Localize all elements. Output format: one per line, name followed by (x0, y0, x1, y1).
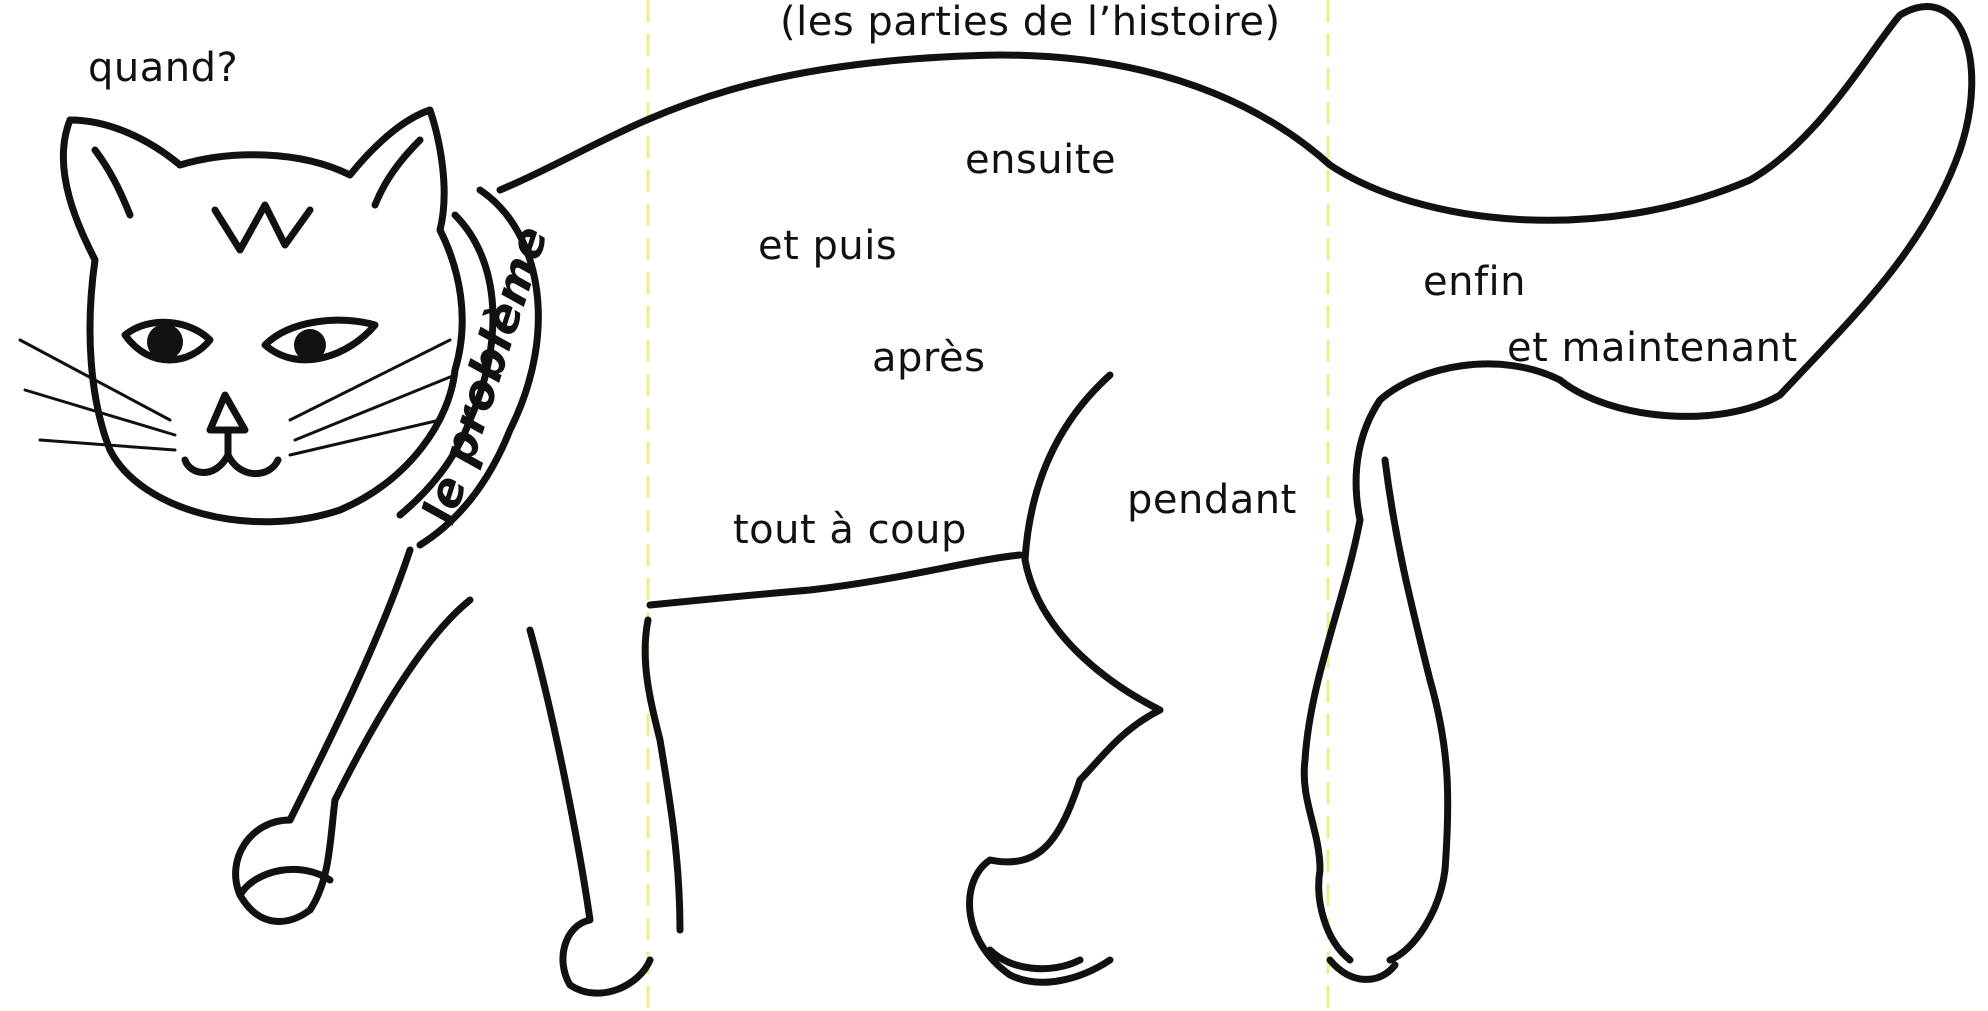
cat-front-leg-back (530, 630, 650, 993)
cat-left-pupil (147, 324, 183, 360)
cat-back-paw (1330, 960, 1395, 979)
word-et-maintenant: et maintenant (1507, 328, 1798, 368)
cat-hind-leg (970, 375, 1160, 982)
cat-back-leg (1385, 460, 1448, 960)
cat-left-ear-inner (95, 150, 130, 215)
cat-mouth (185, 430, 278, 474)
cat-right-pupil (294, 329, 326, 361)
cat-right-ear-inner (375, 140, 420, 205)
word-apres: après (872, 338, 985, 378)
word-enfin: enfin (1423, 262, 1526, 302)
cat-back-outline (500, 7, 1972, 520)
word-quand: quand? (88, 48, 238, 88)
cat-belly (650, 555, 1020, 605)
word-ensuite: ensuite (965, 140, 1116, 180)
word-tout-a-coup: tout à coup (733, 510, 967, 550)
cat-hind-leg-back (1304, 520, 1360, 960)
cat-chest (645, 620, 680, 930)
cat-head-outline (63, 110, 462, 522)
subtitle: (les parties de l’histoire) (780, 2, 1281, 42)
cat-forehead-stripes (215, 205, 310, 250)
word-pendant: pendant (1127, 480, 1297, 520)
cat-nose (210, 395, 245, 430)
word-et-puis: et puis (758, 226, 897, 266)
cat-whiskers (20, 340, 455, 455)
cat-front-leg (236, 550, 470, 921)
